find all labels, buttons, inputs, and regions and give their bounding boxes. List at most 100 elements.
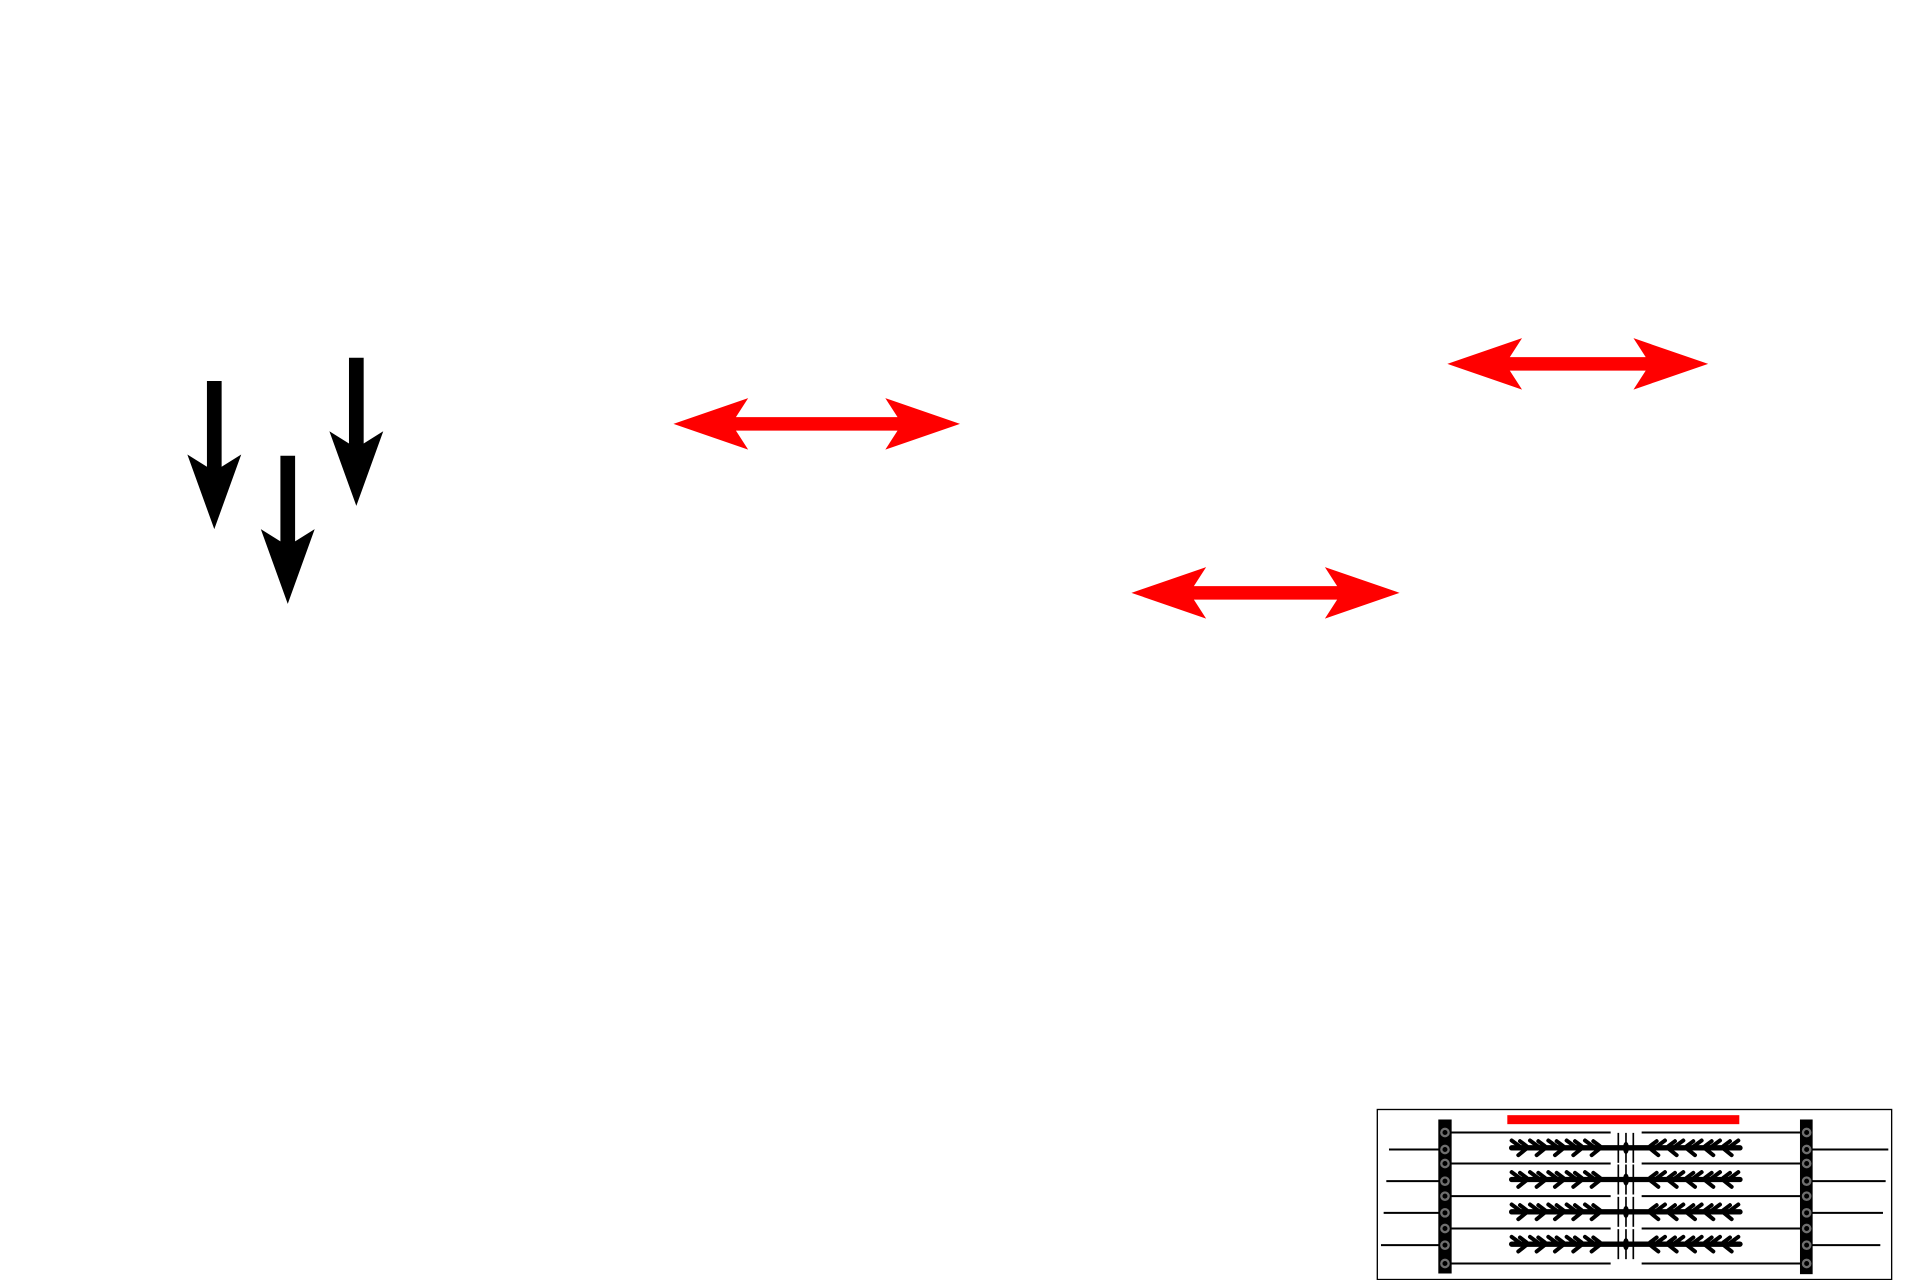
attachment-circle <box>1801 1191 1812 1201</box>
myosin-head <box>1571 1146 1584 1158</box>
highlight-bar <box>1507 1115 1740 1125</box>
attachment-circle <box>1440 1158 1450 1169</box>
m-line-node <box>1622 1205 1629 1218</box>
attachment-circle <box>1440 1127 1450 1138</box>
myosin-head <box>1564 1202 1584 1214</box>
myosin-head <box>1647 1210 1661 1222</box>
myosin-head <box>1666 1138 1686 1150</box>
myosin-head <box>1509 1234 1529 1247</box>
attachment-circle <box>1801 1176 1812 1186</box>
myosin-head <box>1546 1234 1566 1247</box>
attachment-circle <box>1801 1144 1812 1155</box>
z-disc-right <box>1799 1119 1813 1275</box>
myosin-head <box>1534 1178 1547 1189</box>
myosin-head <box>1721 1202 1741 1214</box>
arrow-down-icon <box>187 381 242 530</box>
attachment-circle <box>1801 1258 1812 1269</box>
myosin-head <box>1666 1202 1686 1214</box>
myosin-head <box>1534 1210 1547 1222</box>
attachment-circle <box>1440 1176 1450 1186</box>
m-line-node <box>1622 1141 1629 1154</box>
attachment-circle <box>1440 1144 1450 1155</box>
myosin-head <box>1666 1234 1686 1247</box>
myosin-head <box>1721 1170 1741 1182</box>
myosin-head <box>1647 1170 1667 1182</box>
myosin-head <box>1684 1170 1704 1182</box>
myosin-head <box>1582 1202 1602 1214</box>
myosin-head <box>1509 1202 1529 1214</box>
myosin-head <box>1509 1170 1529 1182</box>
myosin-head <box>1702 1146 1716 1158</box>
myosin-head <box>1516 1146 1529 1158</box>
myosin-head <box>1516 1242 1529 1254</box>
attachment-circle <box>1801 1158 1812 1169</box>
double-arrow-horizontal-icon <box>1447 338 1709 390</box>
myosin-head <box>1564 1170 1584 1182</box>
myosin-head <box>1647 1138 1667 1150</box>
myosin-head <box>1534 1242 1547 1254</box>
myosin-head <box>1702 1202 1722 1214</box>
myosin-head <box>1702 1170 1722 1182</box>
myosin-head <box>1666 1178 1679 1189</box>
myosin-head <box>1647 1178 1661 1189</box>
attachment-circle <box>1440 1207 1450 1218</box>
myosin-head <box>1571 1210 1584 1222</box>
myosin-head <box>1564 1234 1584 1247</box>
m-line-node <box>1622 1173 1629 1186</box>
myosin-head <box>1527 1170 1547 1182</box>
myosin-head <box>1647 1234 1667 1247</box>
myosin-head <box>1527 1138 1547 1150</box>
myosin-head <box>1702 1234 1722 1247</box>
arrow-down-icon <box>260 455 315 604</box>
myosin-head <box>1684 1178 1697 1189</box>
down-arrow-group <box>187 357 384 604</box>
myosin-head <box>1552 1210 1566 1222</box>
double-arrow-horizontal-icon <box>673 398 960 450</box>
sarcomere-inset <box>1376 1108 1893 1280</box>
myosin-head <box>1647 1202 1667 1214</box>
myosin-head <box>1527 1234 1547 1247</box>
double-arrow-group <box>673 338 1709 619</box>
arrow-down-icon <box>329 357 384 506</box>
myosin-head <box>1546 1138 1566 1150</box>
myosin-head <box>1702 1178 1716 1189</box>
myosin-head <box>1684 1146 1697 1158</box>
myosin-head <box>1516 1210 1529 1222</box>
myosin-head <box>1552 1242 1566 1254</box>
myosin-head <box>1589 1242 1602 1254</box>
myosin-head <box>1684 1138 1704 1150</box>
myosin-head <box>1552 1178 1566 1189</box>
attachment-circle <box>1440 1191 1450 1201</box>
myosin-head <box>1582 1234 1602 1247</box>
myosin-head <box>1582 1170 1602 1182</box>
myosin-head <box>1571 1242 1584 1254</box>
myosin-head <box>1509 1138 1529 1150</box>
myosin-head <box>1647 1146 1661 1158</box>
myosin-head <box>1589 1210 1602 1222</box>
myosin-head <box>1702 1138 1722 1150</box>
myosin-head <box>1589 1146 1602 1158</box>
myosin-head <box>1546 1170 1566 1182</box>
attachment-circle <box>1801 1127 1812 1138</box>
myosin-head <box>1527 1202 1547 1214</box>
myosin-head <box>1666 1210 1679 1222</box>
myosin-head <box>1684 1202 1704 1214</box>
myosin-head <box>1721 1210 1734 1222</box>
myosin-head <box>1516 1178 1529 1189</box>
myosin-head <box>1721 1146 1734 1158</box>
myosin-head <box>1721 1234 1741 1247</box>
myosin-head <box>1666 1242 1679 1254</box>
myosin-head <box>1666 1170 1686 1182</box>
myosin-head <box>1702 1242 1716 1254</box>
myosin-head <box>1702 1210 1716 1222</box>
attachment-circle <box>1440 1223 1450 1234</box>
myosin-head <box>1721 1242 1734 1254</box>
attachment-circle <box>1440 1240 1450 1250</box>
inset-frame <box>1376 1108 1893 1280</box>
myosin-head <box>1684 1242 1697 1254</box>
myosin-head <box>1552 1146 1566 1158</box>
attachment-circle <box>1801 1240 1812 1250</box>
myosin-head <box>1684 1234 1704 1247</box>
myosin-head <box>1666 1146 1679 1158</box>
